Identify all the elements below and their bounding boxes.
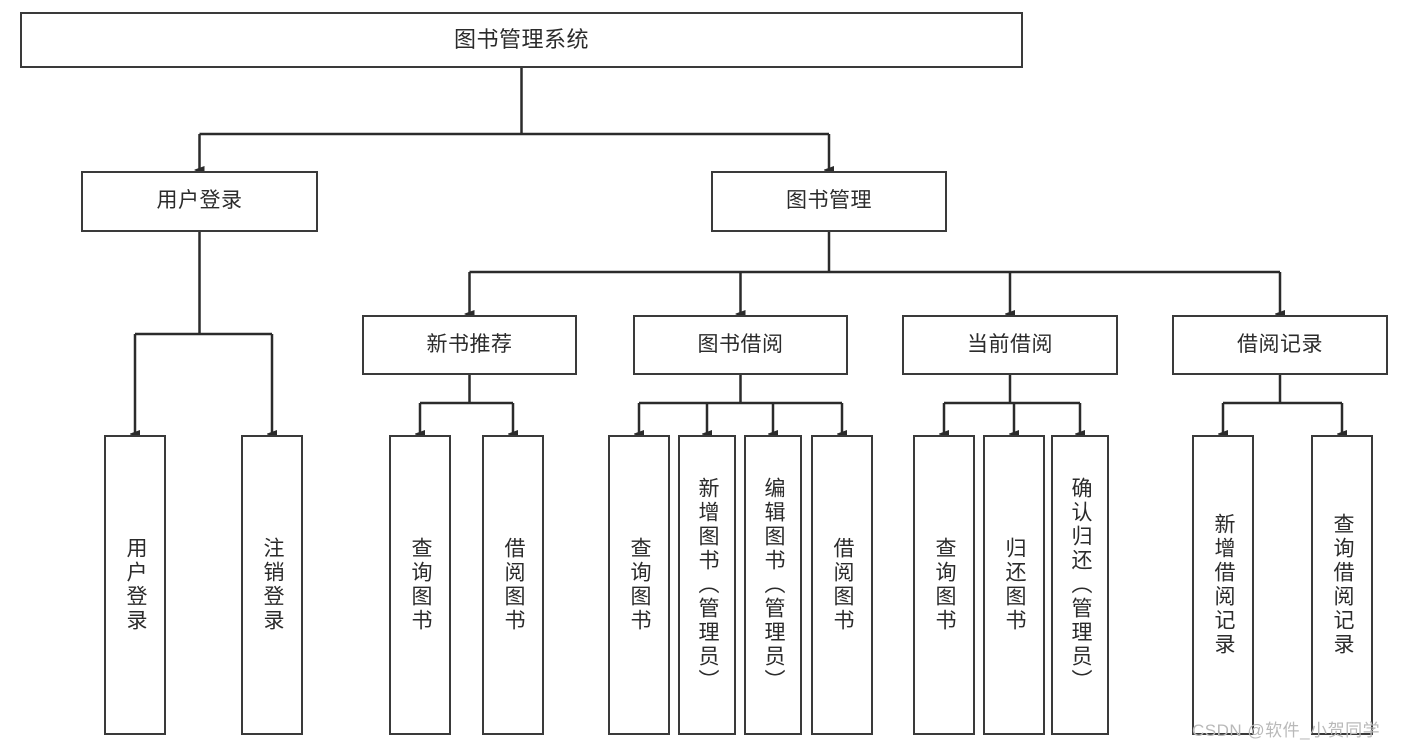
node-label: 借阅图书 <box>502 537 526 633</box>
node-label: 借阅图书 <box>831 537 855 633</box>
node-label: 查询图书 <box>409 537 433 633</box>
node-label: 查询图书 <box>933 537 957 633</box>
node-label: 归还图书 <box>1003 537 1027 633</box>
edge-paths <box>135 68 1342 434</box>
node-login[interactable]: 用户登录 <box>81 171 318 232</box>
node-label: 新增图书（管理员） <box>696 477 720 693</box>
node-label: 查询借阅记录 <box>1331 513 1355 657</box>
node-label: 新书推荐 <box>426 332 513 356</box>
node-root[interactable]: 图书管理系统 <box>20 12 1023 68</box>
node-records[interactable]: 借阅记录 <box>1172 315 1388 375</box>
node-newbook[interactable]: 新书推荐 <box>362 315 577 375</box>
node-label: 借阅记录 <box>1237 332 1323 356</box>
node-label: 图书借阅 <box>697 332 784 356</box>
node-l_return[interactable]: 归还图书 <box>983 435 1045 735</box>
node-l_q2[interactable]: 查询图书 <box>608 435 670 735</box>
node-l_edit[interactable]: 编辑图书（管理员） <box>744 435 802 735</box>
node-l_qrec[interactable]: 查询借阅记录 <box>1311 435 1373 735</box>
node-l_b2[interactable]: 借阅图书 <box>811 435 873 735</box>
node-label: 确认归还（管理员） <box>1069 477 1093 693</box>
node-label: 新增借阅记录 <box>1212 513 1236 657</box>
node-label: 当前借阅 <box>967 332 1053 356</box>
node-label: 图书管理 <box>786 189 872 213</box>
node-l_logout[interactable]: 注销登录 <box>241 435 303 735</box>
node-l_addrec[interactable]: 新增借阅记录 <box>1192 435 1254 735</box>
node-bookmgmt[interactable]: 图书管理 <box>711 171 947 232</box>
node-label: 用户登录 <box>156 189 243 213</box>
node-current[interactable]: 当前借阅 <box>902 315 1118 375</box>
node-label: 查询图书 <box>628 537 652 633</box>
node-l_add[interactable]: 新增图书（管理员） <box>678 435 736 735</box>
node-l_b1[interactable]: 借阅图书 <box>482 435 544 735</box>
node-label: 图书管理系统 <box>453 26 589 52</box>
node-borrow[interactable]: 图书借阅 <box>633 315 848 375</box>
node-l_q1[interactable]: 查询图书 <box>389 435 451 735</box>
node-l_q3[interactable]: 查询图书 <box>913 435 975 735</box>
node-l_confirm[interactable]: 确认归还（管理员） <box>1051 435 1109 735</box>
node-label: 用户登录 <box>124 537 148 633</box>
node-label: 编辑图书（管理员） <box>762 477 786 693</box>
node-label: 注销登录 <box>261 537 285 633</box>
node-l_login[interactable]: 用户登录 <box>104 435 166 735</box>
